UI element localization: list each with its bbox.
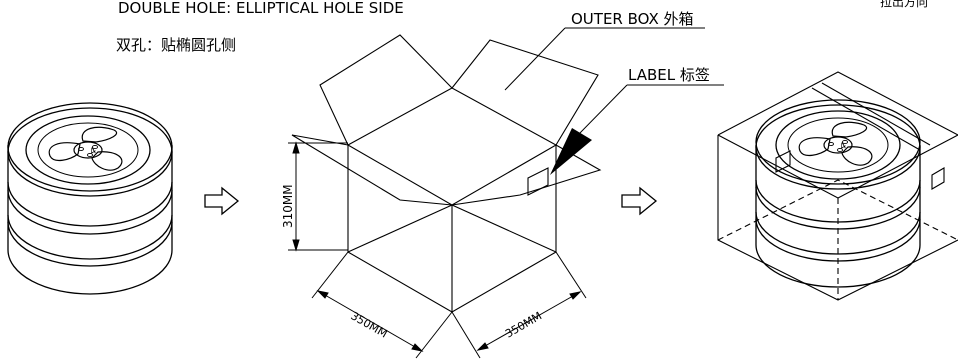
label-callout-text: LABEL 标签 — [628, 66, 710, 84]
pull-direction-note: 拉出方向 — [880, 0, 928, 9]
width-dimension-label: 350MM — [503, 309, 544, 340]
reel-stack-left — [7, 102, 173, 295]
arrow-right-icon — [621, 186, 658, 216]
reel-hub-mark-left: 4 — [89, 146, 99, 158]
packed-box — [717, 71, 958, 301]
reel-stack-right — [755, 99, 921, 288]
double-hole-note-cn: 双孔：贴椭圆孔侧 — [116, 36, 236, 54]
width-dimension — [451, 251, 587, 359]
label-callout — [550, 84, 724, 175]
outer-box — [291, 34, 602, 313]
length-dimension — [311, 251, 453, 359]
outer-box-callout — [504, 27, 705, 91]
arrow-right-icon — [204, 186, 240, 216]
height-dimension — [288, 141, 348, 252]
length-dimension-label: 350MM — [349, 309, 390, 340]
reel-hub-mark-right: 4 — [839, 141, 849, 153]
height-dimension-label: 310MM — [281, 184, 295, 228]
outer-box-label: OUTER BOX 外箱 — [571, 10, 694, 28]
double-hole-note-en: DOUBLE HOLE: ELLIPTICAL HOLE SIDE — [118, 0, 404, 17]
